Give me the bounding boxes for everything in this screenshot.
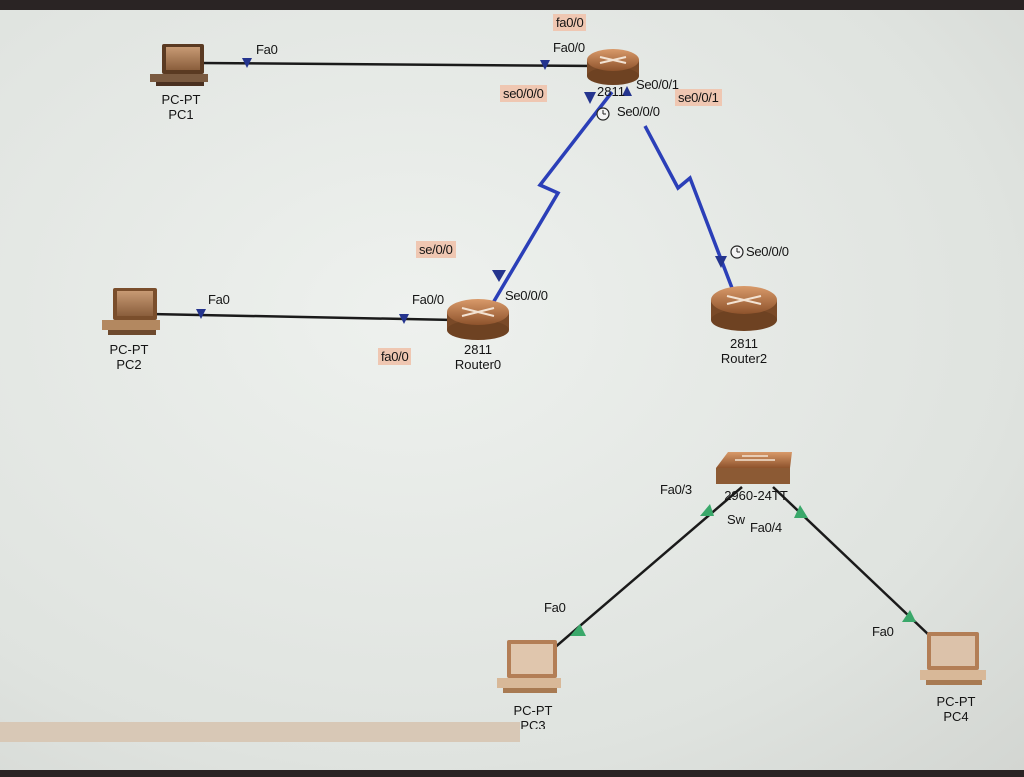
port-note-r0-fa00: fa0/0 <box>378 348 412 365</box>
pc1-icon[interactable] <box>150 44 208 86</box>
port-note-r1-fa00: fa0/0 <box>553 14 587 31</box>
clock-icon <box>596 107 610 121</box>
port-label-pc3-fa0: Fa0 <box>544 600 566 615</box>
pc2-label: PC-PT PC2 <box>104 342 154 372</box>
router1-label: 2811 <box>596 84 626 99</box>
router0-icon[interactable] <box>447 299 509 340</box>
pc2-name: PC2 <box>116 357 142 372</box>
router2-name: Router2 <box>720 351 768 366</box>
pc4-label: PC-PT PC4 <box>928 694 984 724</box>
pc3-icon[interactable] <box>497 640 561 693</box>
router0-model: 2811 <box>464 342 492 357</box>
router2-label: 2811 Router2 <box>712 336 776 366</box>
port-marker-pc1 <box>242 58 252 68</box>
pc4-icon[interactable] <box>920 632 986 685</box>
pc2-icon[interactable] <box>102 288 160 335</box>
port-note-r1-se000: se0/0/0 <box>500 85 547 102</box>
port-note-r0-se: se/0/0 <box>416 241 456 258</box>
port-label-r2-se000: Se0/0/0 <box>746 244 789 259</box>
pc3-model: PC-PT <box>513 703 553 718</box>
port-label-pc4-fa0: Fa0 <box>872 624 894 639</box>
switch0-icon[interactable] <box>716 452 792 484</box>
router0-label: 2811 Router0 <box>448 342 508 372</box>
port-marker-r2-se <box>715 256 727 268</box>
workspace-canvas[interactable] <box>0 10 1024 770</box>
pc1-label: PC-PT PC1 <box>156 92 206 122</box>
port-marker-pc4 <box>902 610 916 622</box>
port-marker-r1-fa <box>540 60 550 70</box>
link-router1-router0-serial[interactable] <box>488 90 614 309</box>
port-label-r1-se001: Se0/0/1 <box>636 77 679 92</box>
port-label-sw-fa04: Fa0/4 <box>750 520 782 535</box>
port-marker-r1-se0 <box>584 92 596 104</box>
clock-icon <box>730 245 744 259</box>
port-label-r0-se000: Se0/0/0 <box>505 288 548 303</box>
link-pc1-router1[interactable] <box>199 61 599 68</box>
port-label-sw-fa03: Fa0/3 <box>660 482 692 497</box>
port-marker-pc3 <box>570 624 586 636</box>
pc3-name: PC3 <box>520 718 546 729</box>
port-marker-r0-se <box>492 270 506 282</box>
link-router1-router2-serial[interactable] <box>643 125 734 289</box>
port-label-pc2-fa0: Fa0 <box>208 292 230 307</box>
port-marker-r0-fa <box>399 314 409 324</box>
port-marker-r1-se1 <box>622 86 632 96</box>
router0-name: Router0 <box>454 357 502 372</box>
pc4-name: PC4 <box>943 709 969 724</box>
link-pc2-router0[interactable] <box>149 312 456 322</box>
port-label-r1-se000: Se0/0/0 <box>617 104 660 119</box>
bottom-band <box>0 722 520 742</box>
port-marker-pc2 <box>196 309 206 319</box>
switch0-model-label: 2960-24TT <box>724 488 788 503</box>
pc1-model: PC-PT <box>161 92 201 107</box>
pc4-model: PC-PT <box>936 694 976 709</box>
link-switch-pc3[interactable] <box>552 486 743 650</box>
port-label-r1-fa00: Fa0/0 <box>553 40 585 55</box>
port-marker-sw-fa4 <box>794 505 808 518</box>
switch0-name-label: Sw <box>726 512 746 527</box>
pc3-label: PC-PT PC3 <box>505 703 561 729</box>
pc1-name: PC1 <box>168 107 194 122</box>
router2-model: 2811 <box>730 336 758 351</box>
router2-icon[interactable] <box>711 286 777 331</box>
router1-icon[interactable] <box>587 49 639 85</box>
port-marker-sw-fa3 <box>700 504 714 516</box>
link-switch-pc4[interactable] <box>772 486 931 637</box>
port-label-pc1-fa0: Fa0 <box>256 42 278 57</box>
port-note-r1-se001: se0/0/1 <box>675 89 722 106</box>
router1-model: 2811 <box>597 84 625 99</box>
pc2-model: PC-PT <box>109 342 149 357</box>
port-label-r0-fa00: Fa0/0 <box>412 292 444 307</box>
